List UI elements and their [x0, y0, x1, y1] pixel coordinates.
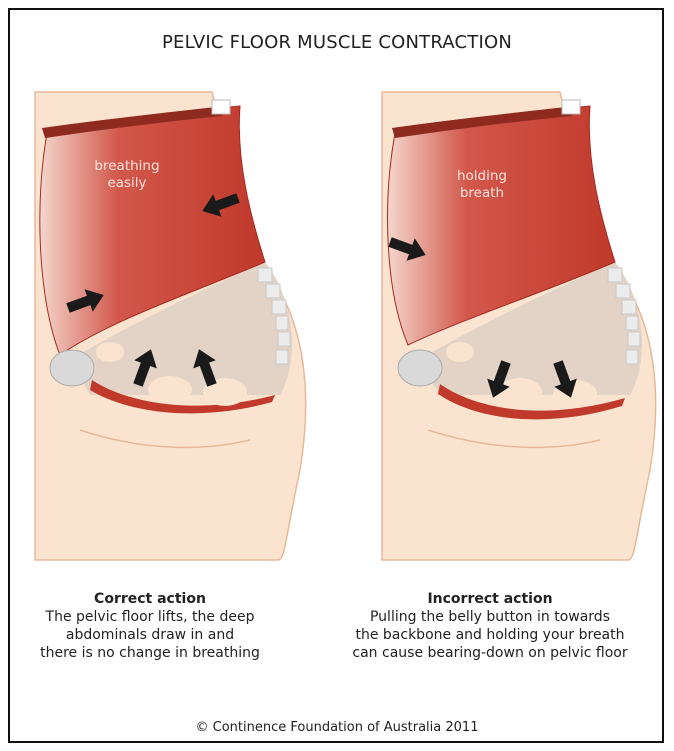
right-figure: holding breath: [382, 92, 656, 560]
caption-correct-heading: Correct action: [0, 590, 300, 608]
caption-incorrect-heading: Incorrect action: [340, 590, 640, 608]
right-pubic-bone: [398, 350, 442, 386]
copyright-footer: © Continence Foundation of Australia 201…: [0, 720, 674, 735]
caption-correct-line: there is no change in breathing: [0, 644, 300, 662]
left-label-line2: easily: [107, 175, 146, 191]
left-label-line1: breathing: [94, 158, 159, 174]
left-pubic-bone: [50, 350, 94, 386]
caption-correct-line: abdominals draw in and: [0, 626, 300, 644]
right-rib-bone: [562, 100, 580, 114]
caption-incorrect-line: Pulling the belly button in towards: [340, 608, 640, 626]
caption-correct: Correct action The pelvic floor lifts, t…: [0, 590, 300, 662]
caption-incorrect-line: can cause bearing-down on pelvic floor: [340, 644, 640, 662]
caption-incorrect: Incorrect action Pulling the belly butto…: [340, 590, 640, 662]
right-label-line1: holding: [457, 168, 507, 184]
left-figure: breathing easily: [35, 92, 306, 560]
right-label-line2: breath: [460, 185, 504, 201]
left-rib-bone: [212, 100, 230, 114]
caption-incorrect-line: the backbone and holding your breath: [340, 626, 640, 644]
caption-correct-line: The pelvic floor lifts, the deep: [0, 608, 300, 626]
